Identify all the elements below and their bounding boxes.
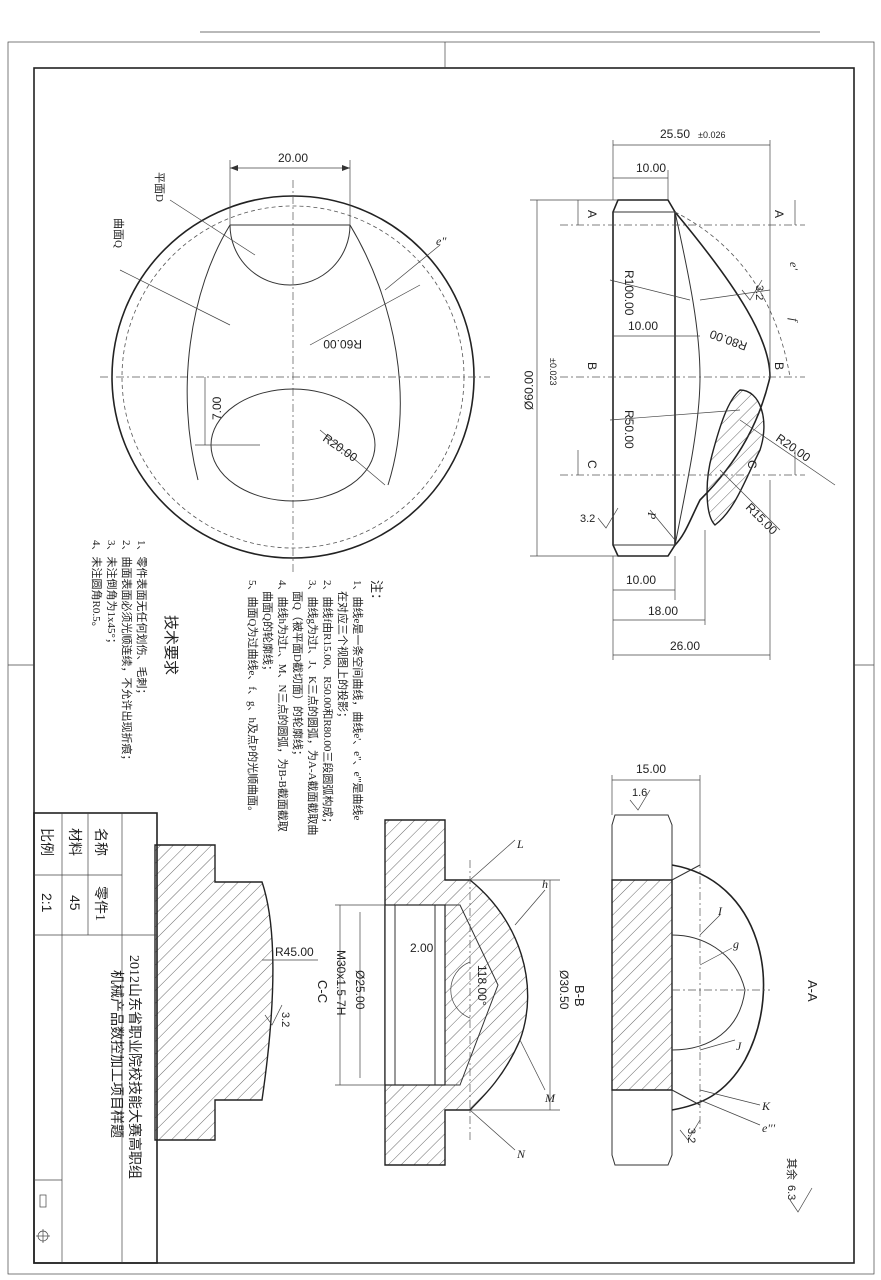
aa-label-j: J xyxy=(736,1039,742,1053)
top-radius-large: R60.00 xyxy=(323,337,362,351)
aa-label: A-A xyxy=(805,980,820,1002)
cut-c-right: C xyxy=(745,460,759,469)
cut-a-right: A xyxy=(772,210,786,218)
tech-line-3: 3、未注倒角为1x45°； xyxy=(105,540,119,649)
aa-label-e3: e''' xyxy=(762,1121,775,1135)
side-dim-a: 10.00 xyxy=(636,161,666,175)
side-dim-e: 26.00 xyxy=(670,639,700,653)
tb-title-line1: 2012山东省职业院校技能大赛高职组 xyxy=(126,955,143,1179)
side-dim-c: 10.00 xyxy=(626,573,656,587)
side-r50: R50.00 xyxy=(622,410,636,449)
notes-line-3: 2、曲线f由R15.00、R50.00和R80.00三段圆弧构成； xyxy=(321,580,335,828)
notes-line-8: 5、曲面Q为过曲线e、f、g、h及点P的光顺曲面。 xyxy=(246,580,260,817)
bb-label-h: h xyxy=(542,877,548,891)
label-e1: e' xyxy=(787,262,801,270)
side-r15: R15.00 xyxy=(743,500,780,537)
tb-scale-label: 比例 xyxy=(38,828,54,856)
side-r80: R80.00 xyxy=(708,327,749,354)
tech-title: 技术要求 xyxy=(162,615,179,675)
cc-rough: 3.2 xyxy=(279,1012,291,1027)
notes-line-6: 4、曲线h为过L、M、N三点的圆弧，为B-B截面截取 xyxy=(276,580,290,832)
title-block xyxy=(33,812,158,1264)
side-dim-total: 25.50 xyxy=(660,127,690,141)
bb-step: 2.00 xyxy=(410,941,434,955)
side-r100: R100.00 xyxy=(622,270,636,316)
top-view xyxy=(100,160,490,575)
bb-dia-bore: Ø25.00 xyxy=(353,970,367,1010)
top-radius-small: R20.00 xyxy=(320,431,360,465)
side-rough1: 3.2 xyxy=(753,285,765,300)
tech-requirements: 技术要求 1、零件表面无任何划伤、毛刺； 2、曲面表面必须光顺连续，不允许出现折… xyxy=(90,540,179,766)
side-rough2: 3.2 xyxy=(580,513,595,525)
other-rough-value: 6.3 xyxy=(785,1185,797,1200)
tech-line-4: 4、未注圆角R0.5。 xyxy=(90,540,104,633)
notes-block: 注： 1、曲线e是一条空间曲线，曲线e'、e"、e'''是曲线e 在对应三个视图… xyxy=(246,580,384,835)
top-dim-offset: 7.00 xyxy=(210,396,224,420)
section-cc xyxy=(154,844,318,1141)
side-diameter: Ø60.00 xyxy=(522,370,536,410)
cut-a-left: A xyxy=(585,210,599,218)
aa-dim-width: 15.00 xyxy=(636,762,666,776)
projection-symbol xyxy=(36,1194,50,1243)
label-surface-q: 曲面Q xyxy=(112,218,125,248)
sheet-border xyxy=(7,31,875,1275)
tb-material-label: 材料 xyxy=(66,828,82,856)
tb-name-value: 零件1 xyxy=(92,886,108,921)
notes-line-5: 面Q（被平面D截切面）的轮廓线； xyxy=(291,580,305,761)
cc-label: C-C xyxy=(315,980,330,1003)
side-view xyxy=(530,140,836,660)
label-plane-d: 平面D xyxy=(153,172,165,202)
notes-title: 注： xyxy=(369,580,384,606)
side-dim-total-tol: ±0.026 xyxy=(698,130,725,140)
tb-title-line2: 机械产品数控加工项目样题 xyxy=(108,970,124,1138)
notes-line-2: 在对应三个视图上的投影； xyxy=(336,580,350,723)
tech-line-2: 2、曲面表面必须光顺连续，不允许出现折痕； xyxy=(120,540,134,766)
side-diameter-tol: ±0.023 xyxy=(548,358,558,385)
notes-line-4: 3、曲线g为过I、J、K三点的圆弧，为A-A截面截取曲 xyxy=(306,580,320,835)
side-dim-b: 10.00 xyxy=(628,319,658,333)
bb-label: B-B xyxy=(572,985,587,1007)
tb-material-value: 45 xyxy=(67,895,83,911)
bb-dia-outer: Ø30.50 xyxy=(557,970,571,1010)
aa-label-k: K xyxy=(761,1099,771,1113)
section-bb xyxy=(335,819,560,1166)
label-f: f xyxy=(787,318,801,323)
tb-name-label: 名称 xyxy=(92,828,108,856)
tb-scale-value: 2:1 xyxy=(39,893,55,913)
bb-angle: 118.00° xyxy=(475,965,489,1006)
bb-label-l: L xyxy=(516,837,524,851)
notes-line-1: 1、曲线e是一条空间曲线，曲线e'、e"、e'''是曲线e xyxy=(351,580,365,820)
cc-radius: R45.00 xyxy=(275,945,314,959)
aa-label-g: g xyxy=(733,937,739,951)
other-rough-label: 其余 xyxy=(785,1158,799,1180)
notes-line-7: 曲面Q的轮廓线； xyxy=(261,580,275,676)
label-curve-e2: e" xyxy=(436,234,447,248)
top-dim-width: 20.00 xyxy=(278,151,308,165)
bb-label-n: N xyxy=(516,1147,526,1161)
side-dim-d: 18.00 xyxy=(648,604,678,618)
other-roughness xyxy=(789,1187,813,1213)
aa-rough-bottom: 3.2 xyxy=(685,1128,697,1143)
aa-label-i: I xyxy=(717,904,723,918)
tech-line-1: 1、零件表面无任何划伤、毛刺； xyxy=(135,540,149,700)
bb-thread: M30x1.5-7H xyxy=(334,950,348,1015)
aa-rough-top: 1.6 xyxy=(632,787,647,799)
cut-b-right: B xyxy=(772,362,786,370)
cut-b-left: B xyxy=(585,362,599,370)
cut-c-left: C xyxy=(585,460,599,469)
section-aa xyxy=(611,775,770,1166)
side-r20: R20.00 xyxy=(773,431,813,465)
label-p: P xyxy=(645,511,659,520)
bb-label-m: M xyxy=(544,1091,556,1105)
